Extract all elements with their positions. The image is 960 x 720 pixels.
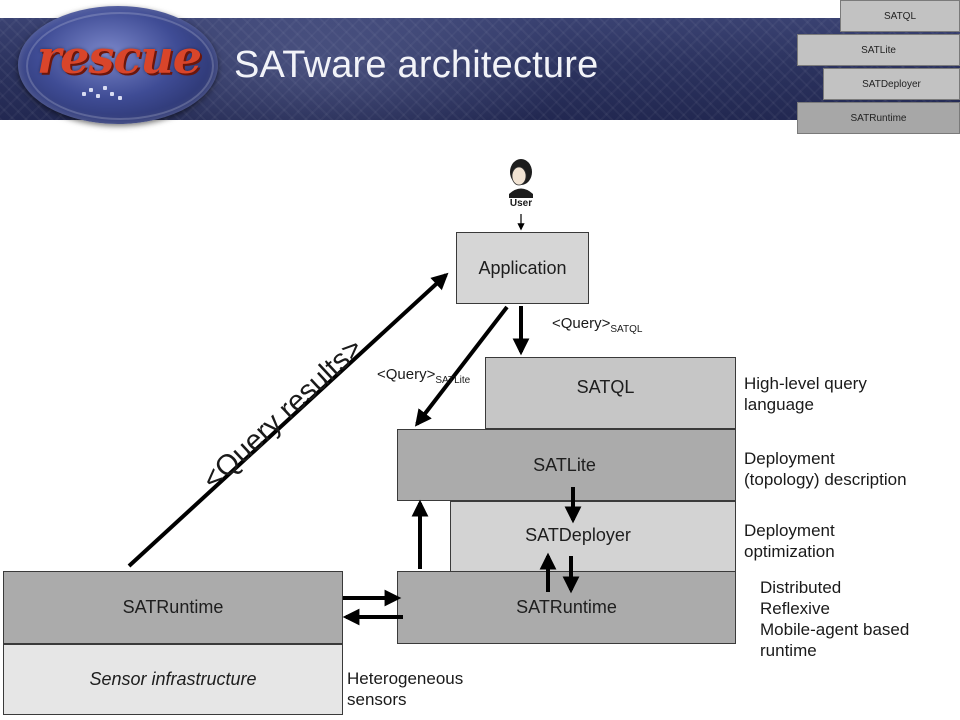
satdeployer-layer: SATDeployer	[450, 501, 736, 573]
mini-layer-satlite: SATLite	[797, 34, 960, 66]
query-satql-text: <Query>	[552, 315, 611, 332]
satruntime-right-label: SATRuntime	[516, 597, 617, 617]
arrow-query-results	[127, 272, 449, 568]
application-box: Application	[456, 232, 589, 304]
satlite-description: Deployment (topology) description	[744, 448, 907, 490]
satruntime-layer-left: SATRuntime	[3, 571, 343, 644]
query-satlite-label: <Query>SATLite	[377, 366, 470, 386]
satlite-label: SATLite	[533, 454, 596, 475]
satdeployer-description-line: Deployment	[744, 521, 835, 540]
logo-dots-icon	[82, 84, 142, 104]
application-label: Application	[478, 257, 567, 278]
rescue-logo-ring	[26, 12, 214, 120]
mini-layer-satdeployer: SATDeployer	[823, 68, 960, 100]
satdeployer-description-line: optimization	[744, 542, 835, 561]
satql-description-line: language	[744, 395, 814, 414]
sensors-description-line: sensors	[347, 690, 407, 709]
satql-layer: SATQL	[485, 357, 736, 429]
satlite-layer: SATLite	[397, 429, 736, 501]
satruntime-description-line: Reflexive	[760, 599, 830, 618]
satql-description-line: High-level query	[744, 374, 867, 393]
sensors-description: Heterogeneous sensors	[347, 668, 463, 710]
header-banner: rescue SATware architecture SATQL SATLit…	[0, 0, 960, 140]
user-icon	[509, 159, 533, 198]
sensor-infrastructure-label: Sensor infrastructure	[89, 669, 257, 689]
query-satql-subscript: SATQL	[610, 324, 643, 335]
satruntime-description-line: runtime	[760, 641, 817, 660]
satdeployer-description: Deployment optimization	[744, 520, 835, 562]
satruntime-description-line: Distributed	[760, 578, 842, 597]
satruntime-description: Distributed Reflexive Mobile-agent based…	[760, 577, 909, 661]
satlite-description-line: (topology) description	[744, 470, 907, 489]
satql-description: High-level query language	[744, 373, 867, 415]
mini-layer-satql: SATQL	[840, 0, 960, 32]
page-title: SATware architecture	[234, 44, 599, 86]
arrow-application-to-satlite	[414, 305, 509, 427]
satruntime-left-label: SATRuntime	[122, 597, 224, 617]
satruntime-description-line: Mobile-agent based	[760, 620, 910, 639]
sensor-infrastructure-box: Sensor infrastructure	[3, 644, 343, 715]
satql-label: SATQL	[576, 376, 635, 397]
satdeployer-label: SATDeployer	[525, 524, 631, 545]
query-satlite-text: <Query>	[377, 366, 436, 383]
satlite-description-line: Deployment	[744, 449, 835, 468]
rescue-logo-text: rescue	[36, 30, 202, 84]
query-satlite-subscript: SATLite	[435, 375, 471, 386]
user-label: User	[509, 198, 533, 209]
query-satql-label: <Query>SATQL	[552, 315, 642, 335]
sensors-description-line: Heterogeneous	[347, 669, 464, 688]
